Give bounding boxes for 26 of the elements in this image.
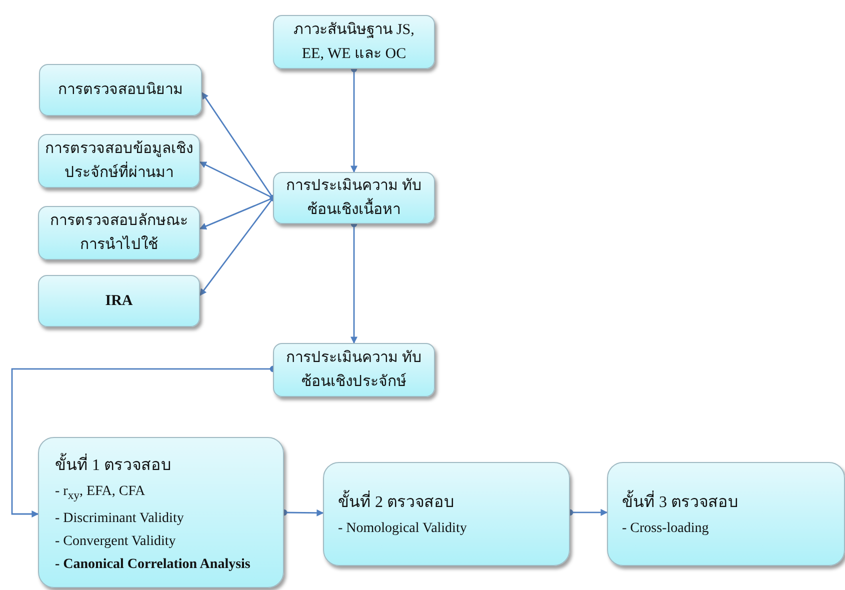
process-box (273, 172, 435, 224)
process-box (38, 275, 200, 327)
box-heading: ขั้นที่ 2 ตรวจสอบ (338, 491, 454, 514)
box-heading: ขั้นที่ 3 ตรวจสอบ (622, 491, 738, 514)
list-item: - Canonical Correlation Analysis (55, 556, 250, 574)
list-item: - Discriminant Validity (55, 510, 184, 528)
list-item: - Convergent Validity (55, 532, 176, 551)
box-label: การประเมินความ ทับซ้อนเชิงเนื้อหา (285, 177, 423, 220)
process-box (323, 462, 570, 566)
box-label: การประเมินความ ทับซ้อนเชิงประจักษ์ (285, 349, 423, 392)
process-box (38, 134, 200, 188)
process-box (38, 437, 284, 588)
list-item: - r$_{xy}$, EFA, CFA (55, 483, 146, 504)
list-item: - Cross-loading (622, 520, 709, 538)
box-label: การตรวจสอบนิยาม (58, 81, 183, 100)
process-box (38, 206, 200, 260)
process-box (273, 343, 435, 397)
process-box (273, 15, 435, 69)
box-heading: ขั้นที่ 1 ตรวจสอบ (55, 454, 171, 477)
list-item: - Nomological Validity (338, 520, 467, 538)
process-box (39, 64, 202, 116)
process-box (607, 462, 845, 566)
box-label: การตรวจสอบลักษณะ การนำไปใช้ (49, 212, 189, 255)
box-label: IRA (105, 292, 133, 311)
box-label: การตรวจสอบข้อมูลเชิง ประจักษ์ที่ผ่านมา (44, 140, 194, 183)
box-label: ภาวะสันนิษฐาน JS, EE, WE และ OC (292, 21, 416, 64)
